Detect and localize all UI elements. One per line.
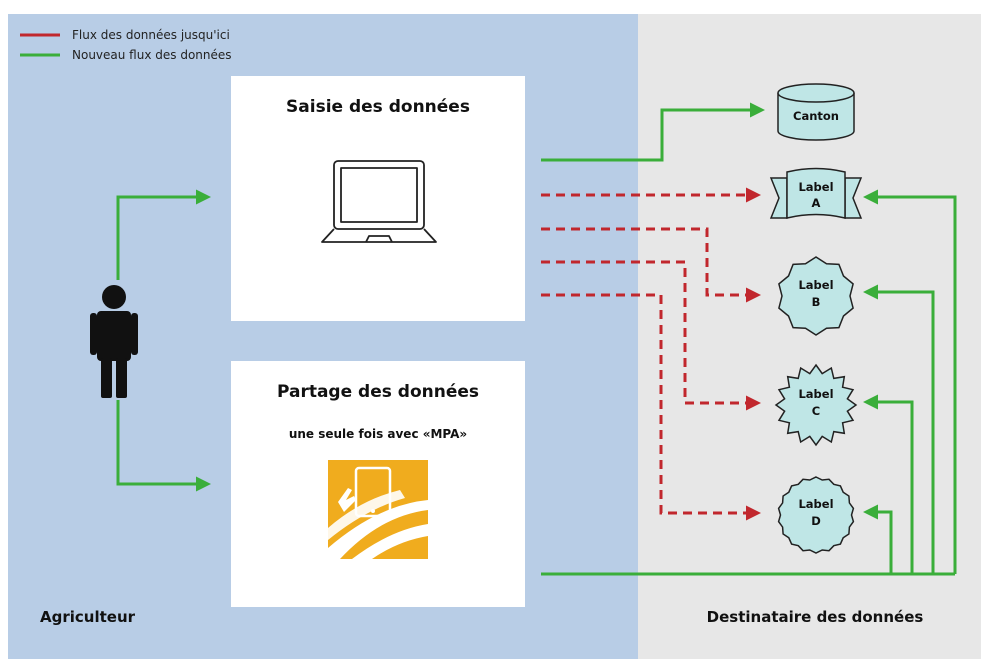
new-flows (541, 189, 957, 576)
old-flow-to-label-d (541, 293, 761, 521)
label-d-line1: Label (798, 497, 833, 511)
label-c-line2: C (812, 404, 820, 418)
data-sharing-subtitle: une seule fois avec «MPA» (289, 427, 467, 441)
label-b-line1: Label (798, 278, 833, 292)
recipient-zone-label: Destinataire des données (707, 608, 924, 626)
canton-label: Canton (793, 109, 839, 123)
label-c-node: Label C (774, 363, 858, 447)
data-entry-panel (231, 76, 525, 321)
label-c-line1: Label (798, 387, 833, 401)
legend-new-flow-label: Nouveau flux des données (72, 48, 232, 62)
label-a-line1: Label (798, 180, 833, 194)
new-flow-to-label-a (863, 189, 957, 574)
laptop-icon (321, 160, 437, 243)
old-flows (541, 187, 761, 521)
new-flow-to-label-b (863, 284, 935, 574)
label-b-line2: B (812, 295, 821, 309)
label-d-node: Label D (777, 476, 855, 554)
canton-node: Canton (777, 83, 855, 141)
label-d-line2: D (811, 514, 821, 528)
tablet-app-icon (328, 460, 428, 559)
label-b-node: Label B (778, 256, 854, 336)
data-entry-title: Saisie des données (286, 97, 470, 117)
legend: Flux des données jusqu'ici Nouveau flux … (20, 28, 232, 62)
farmer-zone-label: Agriculteur (40, 608, 136, 626)
flow-farmer-to-sharing (116, 400, 211, 492)
old-flow-to-label-b (541, 227, 761, 303)
new-flow-to-label-d (863, 504, 893, 574)
old-flow-to-label-c (541, 260, 761, 411)
person-icon (90, 285, 138, 398)
flow-entry-to-canton (541, 102, 765, 162)
data-sharing-title: Partage des données (277, 382, 479, 402)
label-a-node: Label A (769, 167, 863, 219)
flow-farmer-to-entry (116, 189, 211, 280)
legend-old-flow-label: Flux des données jusqu'ici (72, 28, 230, 42)
label-a-line2: A (812, 196, 821, 210)
new-flow-to-label-c (863, 394, 914, 574)
